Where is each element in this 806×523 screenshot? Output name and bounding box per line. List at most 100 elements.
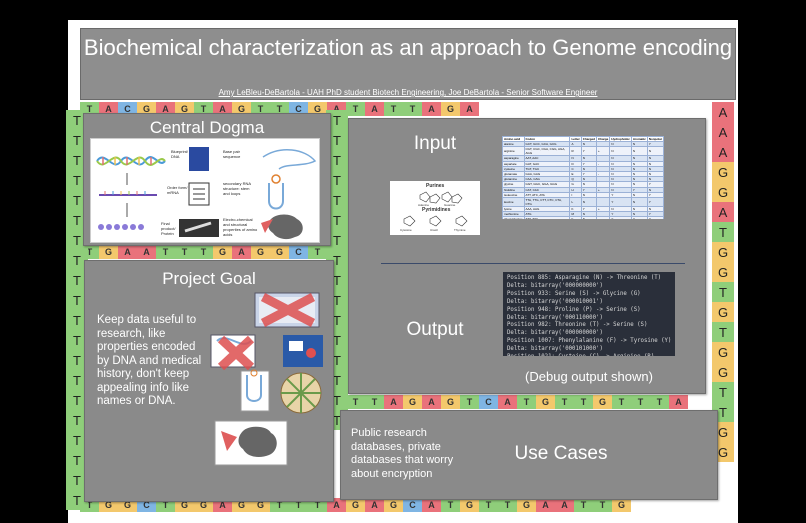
table-cell: Y [580, 146, 597, 157]
nucleotide-letter: G [441, 102, 460, 116]
purine-name-adenine: Adenine [418, 203, 430, 207]
pyrimidine-name-cytosine: Cytosine [400, 228, 412, 232]
input-title: Input [413, 133, 457, 154]
nucleotide-letter: G [712, 182, 734, 202]
nucleotide-letter: C [289, 245, 308, 259]
table-cell: arginine [502, 146, 525, 157]
table-cell: + [595, 146, 611, 157]
nucleotide-letter: C [479, 395, 498, 409]
debug-line: Position 948: Proline (P) -> Serine (S) [507, 306, 641, 313]
table-cell: N [630, 196, 648, 207]
nucleotide-letter: G [612, 498, 631, 512]
table-cell: leucine [502, 196, 525, 207]
table-cell: Nonpolar [646, 136, 664, 143]
nucleotide-letter: T [66, 270, 88, 290]
poster-title: Biochemical characterization as an appro… [83, 35, 733, 60]
table-cell [595, 196, 611, 207]
project-goal-text: Keep data useful to research, like prope… [97, 314, 202, 407]
nucleotide-letter: A [118, 245, 137, 259]
table-cell: R [569, 146, 582, 157]
nucleotide-letter: T [460, 395, 479, 409]
nucleotide-letter: T [326, 110, 348, 130]
debug-line: Position 885: Asparagine (N) -> Threonin… [507, 275, 662, 281]
debug-output-console: Position 885: Asparagine (N) -> Threonin… [503, 272, 675, 356]
nucleotide-letter: T [593, 498, 612, 512]
nucleotide-letter: G [441, 395, 460, 409]
nucleotide-letter: T [631, 395, 650, 409]
nucleotide-letter: T [66, 330, 88, 350]
nucleotide-letter: T [403, 102, 422, 116]
nucleobase-structures [403, 191, 468, 227]
central-dogma-title: Central Dogma [149, 118, 265, 137]
nucleotide-letter: A [712, 142, 734, 162]
nucleotide-letter: T [66, 290, 88, 310]
nucleotide-letter: T [479, 498, 498, 512]
nucleotide-letter: G [270, 245, 289, 259]
authors-link[interactable]: Amy LeBleu-DeBartola - UAH PhD student B… [218, 88, 598, 97]
table-cell: phenylalanine [502, 216, 525, 219]
nucleotide-letter: T [650, 395, 669, 409]
nucleotide-letter: T [574, 498, 593, 512]
nucleotide-letter: G [346, 498, 365, 512]
nucleotide-letter: T [346, 395, 365, 409]
table-cell: Y [609, 196, 632, 207]
nucleotide-letter: T [194, 102, 213, 116]
nucleotide-letter: T [66, 250, 88, 270]
nucleotide-letter: A [712, 102, 734, 122]
table-cell: Y [630, 216, 648, 219]
dogma-label-base-pair: Base pair sequence [223, 149, 241, 159]
project-goal-title: Project Goal [162, 269, 256, 288]
nucleotide-letter: T [66, 110, 88, 130]
table-cell [595, 191, 611, 198]
nucleotide-letter: T [384, 102, 403, 116]
purine-name-guanine: Guanine [444, 203, 456, 207]
table-cell: TTT, TTC [523, 216, 571, 219]
nucleotide-letter: T [66, 150, 88, 170]
nucleotide-letter: T [712, 322, 734, 342]
nucleotide-letter: T [270, 102, 289, 116]
nucleotide-letter: G [712, 342, 734, 362]
nucleotide-letter: T [66, 430, 88, 450]
nucleotide-letter: T [66, 450, 88, 470]
nucleotide-letter: A [422, 395, 441, 409]
table-cell: TTA, TTG, CTT, CTC, CTA, CTG [523, 196, 571, 207]
nucleotide-letter: A [555, 498, 574, 512]
nucleotide-letter: T [326, 150, 348, 170]
nucleotide-letter: T [712, 382, 734, 402]
nucleotide-letter: G [712, 162, 734, 182]
table-cell: Y [609, 216, 632, 219]
nucleotide-letter: G [712, 242, 734, 262]
nucleotide-letter: T [66, 210, 88, 230]
nucleotide-letter: A [712, 202, 734, 222]
nucleotide-letter: A [365, 102, 384, 116]
nucleotide-letter: T [308, 245, 327, 259]
table-cell: F [569, 216, 582, 219]
table-cell: N [609, 146, 632, 157]
central-dogma-illustration [96, 147, 317, 240]
nucleotide-letter: G [403, 395, 422, 409]
cross-out-icon [260, 293, 316, 327]
nucleotide-letter: T [574, 395, 593, 409]
nucleotide-letter: A [536, 498, 555, 512]
nucleotide-letter: A [99, 102, 118, 116]
table-cell: CGT, CGC, CGA, CGG, AGA, AGG [523, 146, 571, 157]
nucleotide-letter: G [460, 498, 479, 512]
dogma-label-protein: Final product/ Protein [161, 221, 176, 236]
table-cell: Hydrophobic [609, 136, 632, 143]
nucleotide-letter: A [232, 245, 251, 259]
nucleotide-letter: T [517, 395, 536, 409]
nucleotide-letter: T [66, 350, 88, 370]
nucleotide-letter: T [612, 395, 631, 409]
debug-line: Position 982: Threonine (T) -> Serine (S… [507, 322, 648, 329]
table-cell: N [580, 216, 597, 219]
